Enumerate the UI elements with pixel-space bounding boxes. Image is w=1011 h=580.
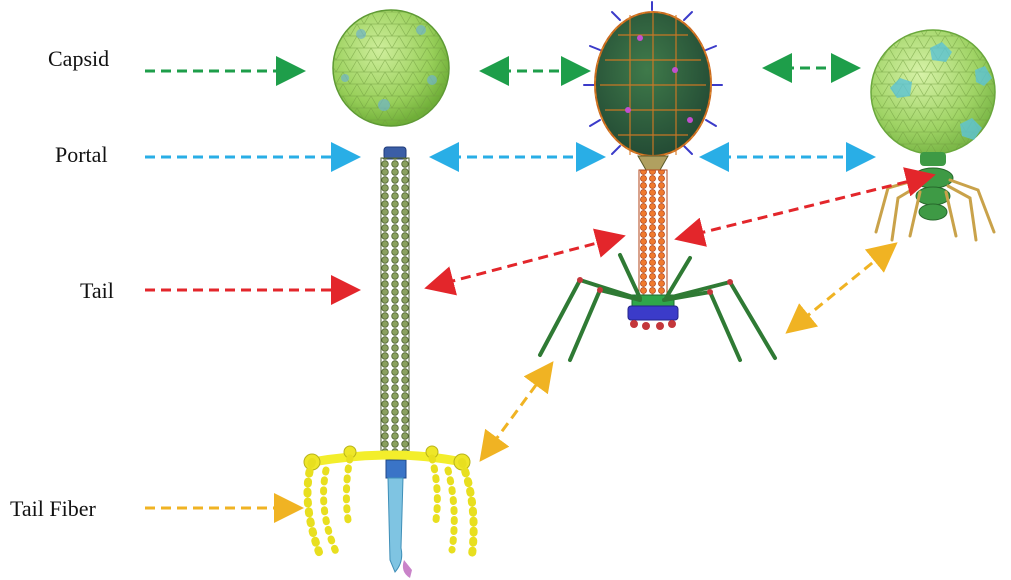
tail-compare-arrow-1 (430, 237, 620, 287)
short-tail-phage-icon (871, 30, 995, 240)
tail-fiber-arrows (145, 246, 893, 508)
spiky-capsid-phage-icon (540, 2, 775, 360)
capsid-arrows (145, 68, 855, 71)
tail-arrows (145, 176, 930, 290)
long-tail-phage-icon (304, 10, 474, 578)
tail-fiber-compare-arrow-2 (790, 246, 893, 330)
tail-fiber-compare-arrow-1 (483, 366, 550, 457)
